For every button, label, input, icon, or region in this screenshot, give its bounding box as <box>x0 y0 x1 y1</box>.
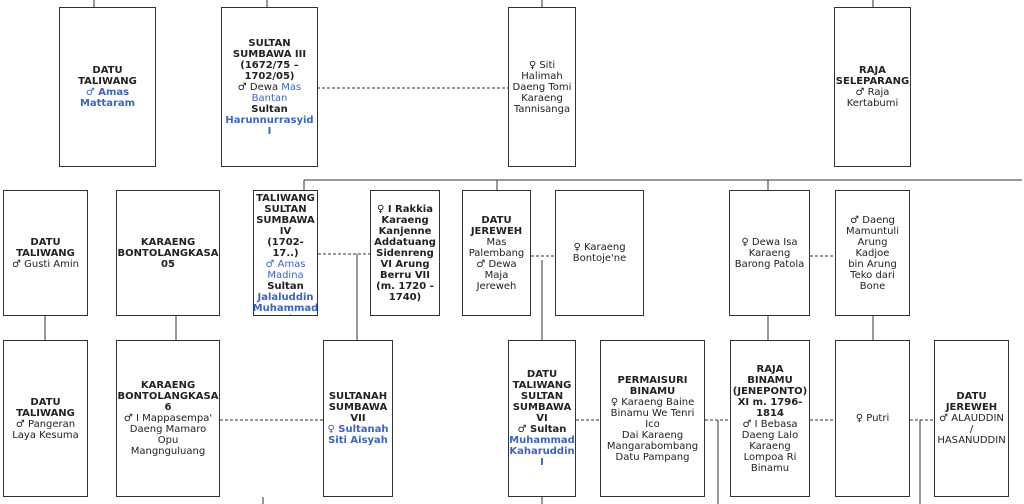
person-detail: ♂ Dewa Mas Bantan <box>237 81 302 104</box>
person-detail: ♀ Siti Halimah Daeng Tomi Karaeng Tannis… <box>512 59 572 115</box>
person-card[interactable]: DATU TALIWANG♂ Pangeran Laya Kesuma <box>3 340 88 497</box>
person-detail[interactable]: Harunnurrasyid I <box>225 114 314 137</box>
person-detail: ♀ Dewa Isa Karaeng Barong Patola <box>734 236 805 270</box>
person-card[interactable]: RAJA BINAMU (JENEPONTO) XI m. 1796- 1814… <box>730 340 810 497</box>
person-detail: ♂ ALAUDDIN / HASANUDDIN <box>937 413 1006 446</box>
person-title: ♀ I Rakkia Karaeng Kanjenne Addatuang Si… <box>374 203 436 303</box>
person-card[interactable]: DATU TALIWANG SULTAN SUMBAWA IV (1702-17… <box>253 190 318 316</box>
person-card[interactable]: ♀ Karaeng Bontoje'ne <box>555 190 644 316</box>
person-title: DATU TALIWANG SULTAN SUMBAWA VI <box>512 369 572 424</box>
person-title: DATU TALIWANG SULTAN SUMBAWA IV (1702-17… <box>256 191 315 259</box>
person-title: SULTANAH SUMBAWA VII <box>328 391 388 424</box>
person-card[interactable]: ♀ Putri <box>835 340 910 497</box>
person-detail: ♂ I Mappasempa' Daeng Mamaro Opu Mangngu… <box>123 413 213 457</box>
person-card[interactable]: KARAENG BONTOLANGKASA 6♂ I Mappasempa' D… <box>116 340 220 497</box>
person-detail: ♀ Karaeng Bontoje'ne <box>572 242 627 264</box>
person-title: KARAENG BONTOLANGKASA 05 <box>117 236 219 270</box>
person-card[interactable]: ♂ Daeng Mamuntuli Arung Kadjoe bin Arung… <box>835 190 910 316</box>
person-title: DATU TALIWANG <box>16 236 75 259</box>
person-card[interactable]: PERMAISURI BINAMU♀ Karaeng Baine Binamu … <box>600 340 705 497</box>
person-detail: ♂ Pangeran Laya Kesuma <box>12 418 79 441</box>
person-card[interactable]: ♀ Dewa Isa Karaeng Barong Patola <box>729 190 810 316</box>
person-detail[interactable]: Jalaluddin Muhammad Syah I <box>253 291 318 316</box>
person-detail[interactable]: ♀ Sultanah Siti Aisyah <box>327 424 389 446</box>
person-card[interactable]: SULTAN SUMBAWA III (1672/75 – 1702/05)♂ … <box>221 7 318 167</box>
person-card[interactable]: DATU TALIWANG♂ Amas Mattaram <box>59 7 156 167</box>
person-detail[interactable]: ♂ Amas Madina <box>265 258 306 281</box>
person-title: DATU JEREWEH <box>945 391 998 413</box>
person-detail: ♂ Sultan <box>517 424 567 435</box>
person-card[interactable]: RAJA SELEPARANG♂ Raja Kertabumi <box>834 7 911 167</box>
person-title: DATU TALIWANG <box>78 65 137 87</box>
person-title: DATU TALIWANG <box>16 396 75 419</box>
person-title: SULTAN SUMBAWA III (1672/75 – 1702/05) <box>232 37 307 82</box>
person-detail[interactable]: Muhammad Kaharuddin I <box>509 435 575 468</box>
person-detail: ♂ Daeng Mamuntuli Arung Kadjoe bin Arung… <box>846 214 899 292</box>
person-card[interactable]: SULTANAH SUMBAWA VII♀ Sultanah Siti Aisy… <box>323 340 393 497</box>
person-detail: ♀ Putri <box>855 413 890 424</box>
person-detail: Sultan <box>251 103 288 115</box>
person-title: PERMAISURI BINAMU <box>617 374 688 397</box>
person-detail[interactable]: ♂ Amas Mattaram <box>79 87 136 109</box>
person-card[interactable]: KARAENG BONTOLANGKASA 05 <box>116 190 220 316</box>
person-detail: Mas Palembang ♂ Dewa Maja Jereweh <box>468 236 525 292</box>
person-detail: Sultan <box>267 280 304 292</box>
person-card[interactable]: ♀ Siti Halimah Daeng Tomi Karaeng Tannis… <box>508 7 576 167</box>
person-title: RAJA SELEPARANG <box>835 65 910 87</box>
person-card[interactable]: DATU TALIWANG♂ Gusti Amin <box>3 190 88 316</box>
person-detail: ♂ Gusti Amin <box>11 258 80 270</box>
person-detail: ♂ I Bebasa Daeng Lalo Karaeng Lompoa Ri … <box>741 418 799 474</box>
person-detail: ♀ Karaeng Baine Binamu We Tenri Ico Dai … <box>606 396 699 463</box>
person-title: KARAENG BONTOLANGKASA 6 <box>117 380 219 413</box>
person-card[interactable]: DATU JEREWEH♂ ALAUDDIN / HASANUDDIN <box>934 340 1009 497</box>
person-title: RAJA BINAMU (JENEPONTO) XI m. 1796- 1814 <box>732 363 808 419</box>
person-detail: ♂ Raja Kertabumi <box>846 87 899 109</box>
person-card[interactable]: ♀ I Rakkia Karaeng Kanjenne Addatuang Si… <box>370 190 440 316</box>
person-title: DATU JEREWEH <box>470 214 523 237</box>
